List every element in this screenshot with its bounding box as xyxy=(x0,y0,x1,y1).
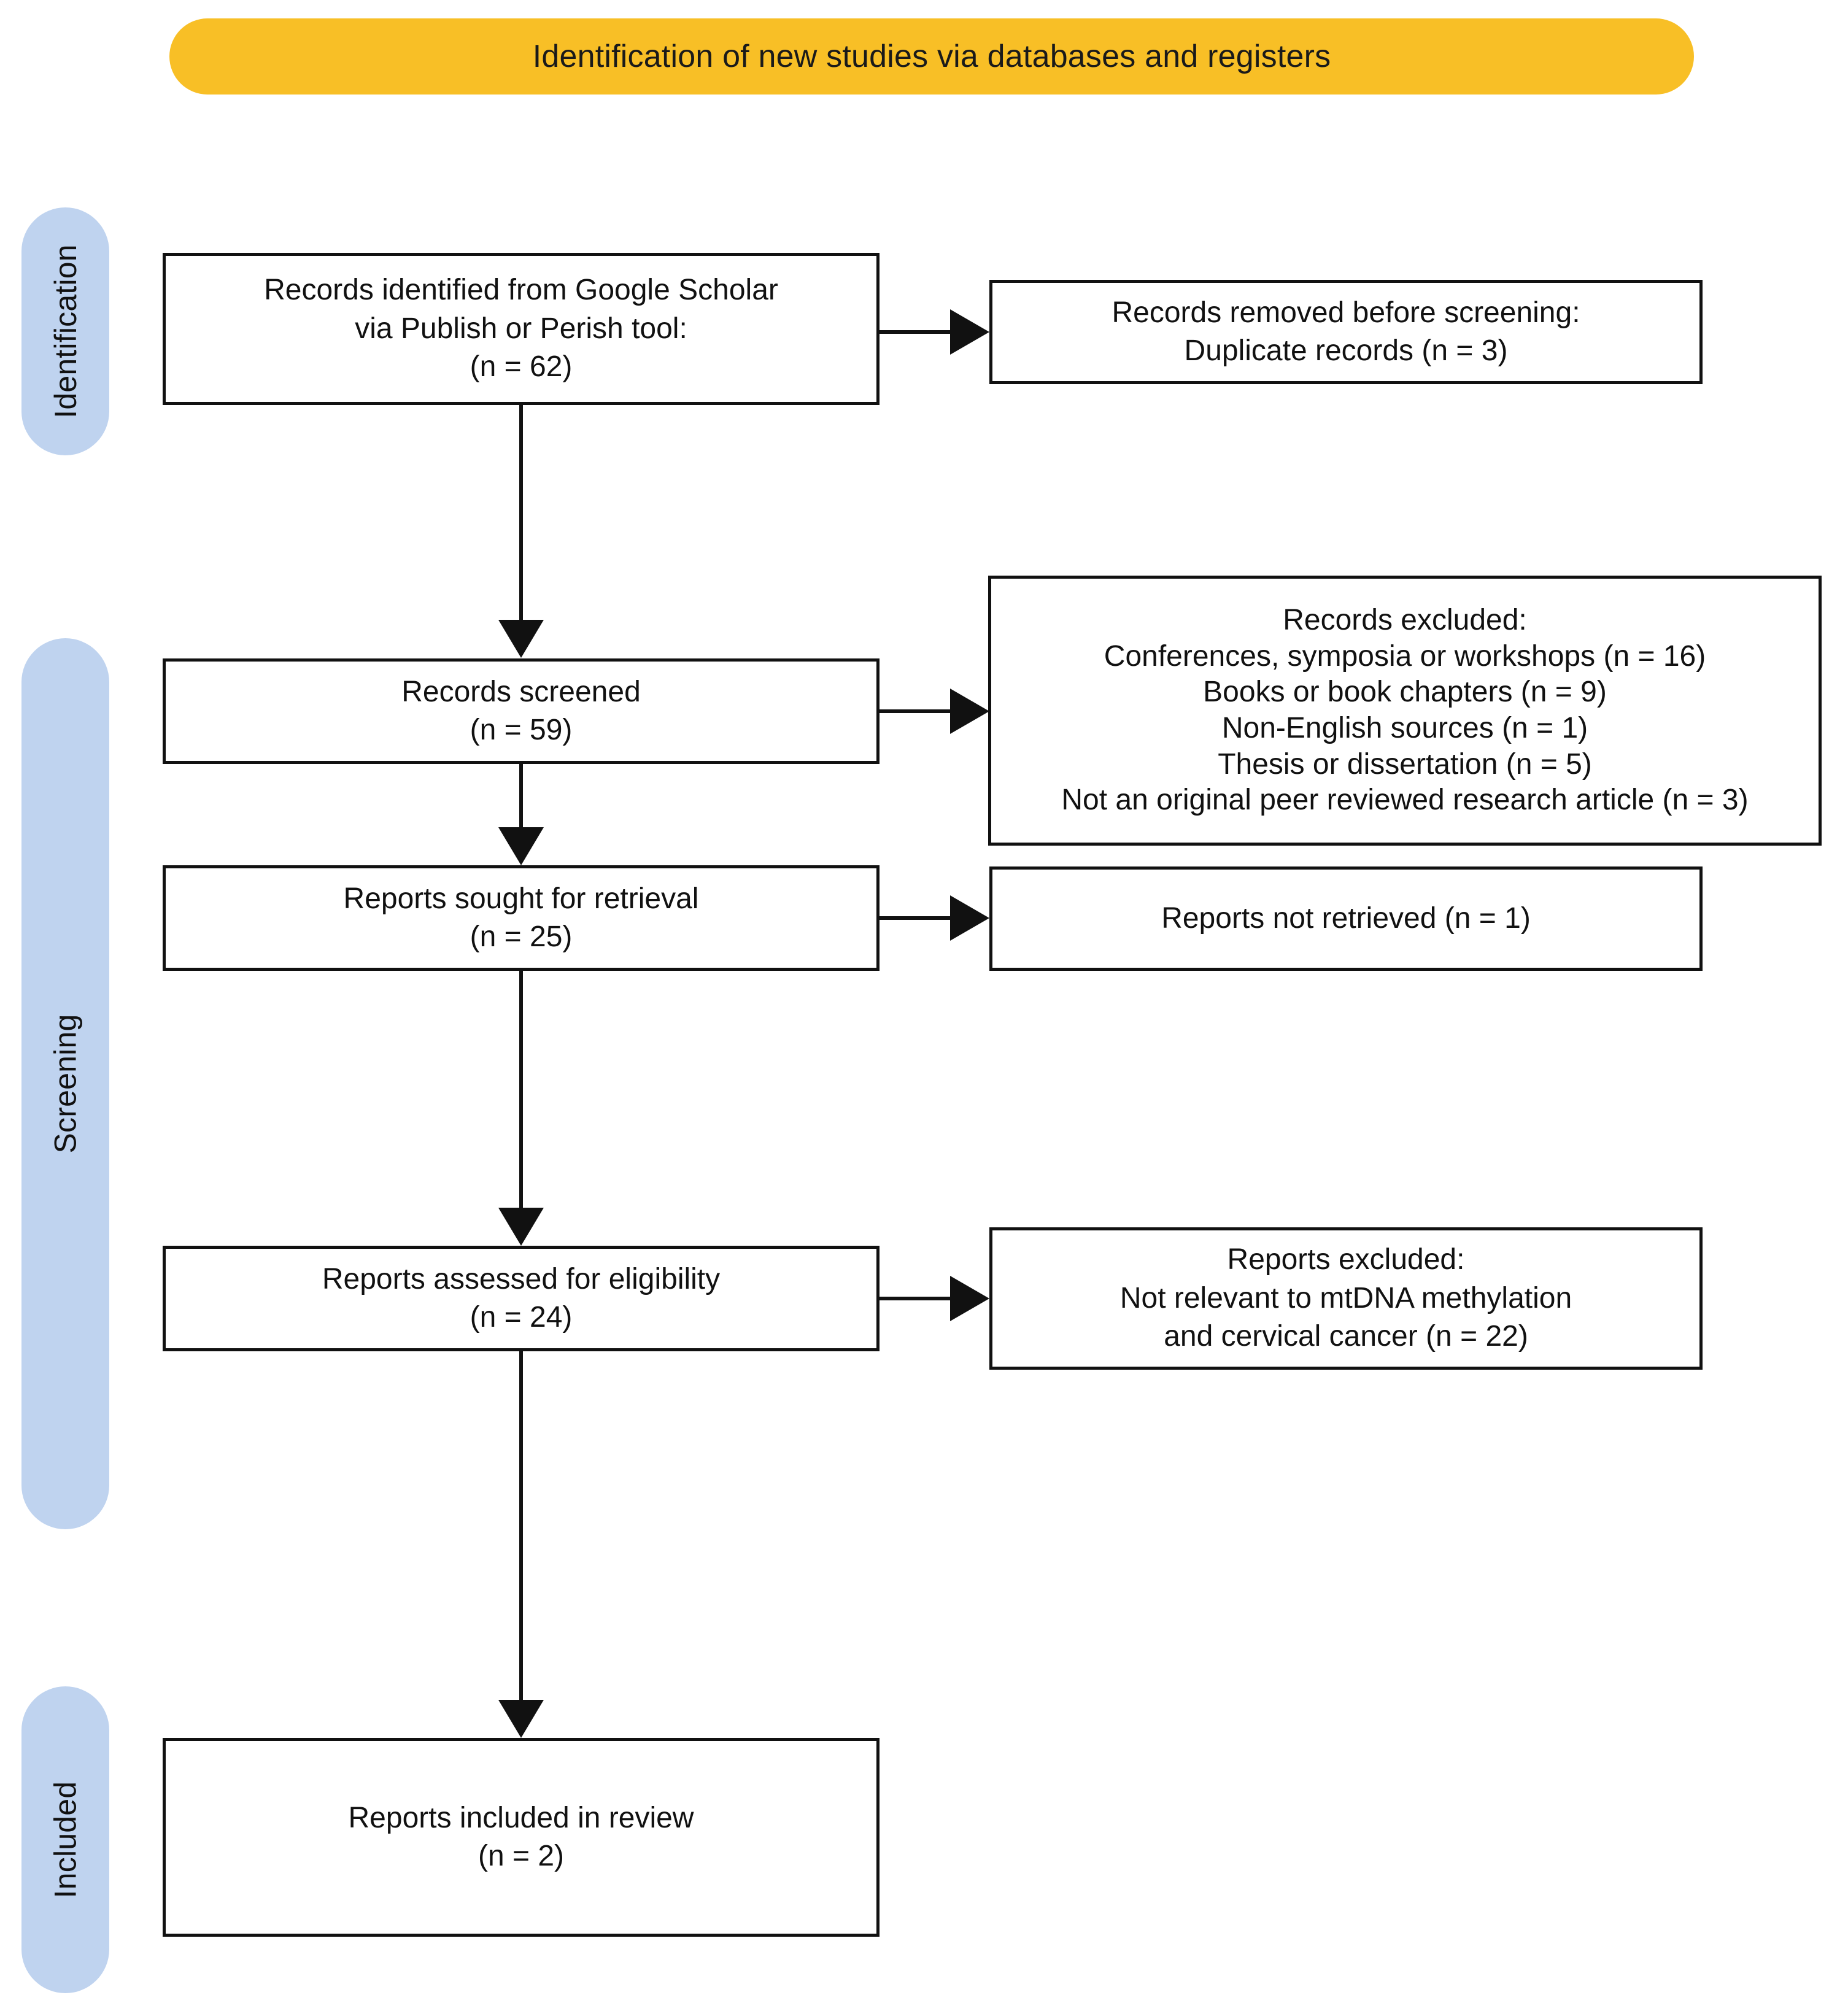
stage-pill-identification: Identification xyxy=(21,207,109,455)
node-records-screened-text: Records screened (n = 59) xyxy=(401,675,641,746)
stage-label-included: Included xyxy=(48,1781,83,1899)
connector-identified-to-removed xyxy=(880,330,965,334)
arrowhead-right-icon xyxy=(950,689,989,734)
node-reports-sought-text: Reports sought for retrieval (n = 25) xyxy=(343,882,699,953)
node-reports-sought: Reports sought for retrieval (n = 25) xyxy=(163,865,880,971)
node-reports-not-retrieved-text: Reports not retrieved (n = 1) xyxy=(1161,901,1531,935)
connector-assessed-to-reports-excluded xyxy=(880,1297,965,1300)
arrowhead-right-icon xyxy=(950,309,989,355)
arrowhead-down-icon xyxy=(498,1208,544,1246)
diagram-header-banner: Identification of new studies via databa… xyxy=(169,18,1694,95)
arrowhead-right-icon xyxy=(950,1276,989,1321)
connector-identified-to-screened xyxy=(519,405,523,646)
node-records-removed-text: Records removed before screening: Duplic… xyxy=(1112,296,1580,367)
node-reports-included-text: Reports included in review (n = 2) xyxy=(348,1801,694,1872)
arrowhead-down-icon xyxy=(498,620,544,658)
node-records-screened: Records screened (n = 59) xyxy=(163,658,880,764)
arrowhead-right-icon xyxy=(950,895,989,941)
stage-label-identification: Identification xyxy=(48,244,83,419)
connector-assessed-to-included xyxy=(519,1351,523,1726)
node-reports-not-retrieved: Reports not retrieved (n = 1) xyxy=(989,866,1703,971)
connector-screened-to-records-excluded xyxy=(880,709,965,713)
node-reports-excluded: Reports excluded: Not relevant to mtDNA … xyxy=(989,1227,1703,1370)
stage-pill-included: Included xyxy=(21,1686,109,1993)
node-records-identified: Records identified from Google Scholar v… xyxy=(163,253,880,405)
node-reports-assessed-text: Reports assessed for eligibility (n = 24… xyxy=(322,1262,721,1333)
stage-pill-screening: Screening xyxy=(21,638,109,1529)
node-reports-excluded-text: Reports excluded: Not relevant to mtDNA … xyxy=(1119,1243,1572,1353)
connector-sought-to-assessed xyxy=(519,971,523,1233)
connector-sought-to-not-retrieved xyxy=(880,916,965,920)
node-reports-included: Reports included in review (n = 2) xyxy=(163,1738,880,1937)
node-reports-assessed: Reports assessed for eligibility (n = 24… xyxy=(163,1246,880,1351)
node-records-excluded-text: Records excluded: Conferences, symposia … xyxy=(1061,604,1749,817)
arrowhead-down-icon xyxy=(498,1700,544,1738)
connector-screened-to-sought xyxy=(519,764,523,853)
node-records-excluded: Records excluded: Conferences, symposia … xyxy=(988,576,1822,846)
node-records-removed: Records removed before screening: Duplic… xyxy=(989,280,1703,384)
node-records-identified-text: Records identified from Google Scholar v… xyxy=(264,274,778,384)
arrowhead-down-icon xyxy=(498,827,544,865)
stage-label-screening: Screening xyxy=(48,1014,83,1154)
diagram-title: Identification of new studies via databa… xyxy=(532,39,1331,74)
